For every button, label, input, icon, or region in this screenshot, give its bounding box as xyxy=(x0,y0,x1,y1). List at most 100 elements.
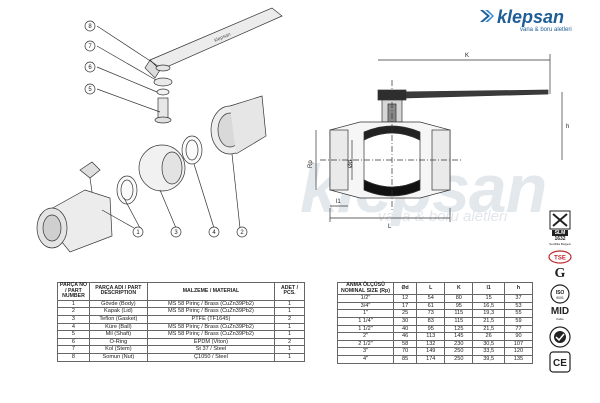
parts-cell: 1 xyxy=(274,299,305,309)
sizes-header-nominal: ANMA ÖLÇÜSÜ NOMINAL SIZE (Rp) xyxy=(337,281,394,296)
sizes-cell: 2 1/2" xyxy=(337,339,394,349)
sizes-header-d: Ød xyxy=(392,281,418,296)
parts-cell: 3 xyxy=(57,314,90,324)
parts-cell: 1 xyxy=(274,345,305,354)
sizes-cell: 25 xyxy=(392,309,418,318)
sizes-cell: 4" xyxy=(337,354,394,364)
dim-d-label: Ød xyxy=(348,160,354,168)
slm-badge: SLM 1632 Sertifika Belgesi xyxy=(546,208,574,248)
exploded-view-drawing: klepsan xyxy=(36,7,283,253)
svg-text:ISO: ISO xyxy=(556,290,565,296)
slm-sub: Sertifika Belgesi xyxy=(549,242,571,246)
brand-tagline: vana & boru aletleri xyxy=(520,27,572,33)
brand-name: klepsan xyxy=(497,7,565,27)
parts-cell: Küre (Ball) xyxy=(88,322,148,332)
svg-text:CE: CE xyxy=(553,358,567,369)
sizes-cell: 40 xyxy=(392,324,418,334)
dim-l-label: L xyxy=(388,224,392,230)
sizes-cell: 113 xyxy=(416,332,446,341)
parts-table: PARÇA NO / PART NUMBER PARÇA ADI / PART … xyxy=(57,282,305,362)
parts-cell: MS 58 Pirinç / Brass (CuZn39Pb2) xyxy=(146,322,276,332)
svg-text:1: 1 xyxy=(136,230,140,236)
sizes-cell: 33,5 xyxy=(472,347,505,356)
parts-cell: MS 58 Pirinç / Brass (CuZn39Pb2) xyxy=(146,330,276,339)
sizes-table: ANMA ÖLÇÜSÜ NOMINAL SIZE (Rp) Ød L K l1 … xyxy=(337,281,534,364)
iso-icon: ISO 9001 xyxy=(550,284,570,304)
sizes-cell: 3" xyxy=(337,347,394,356)
parts-cell: 1 xyxy=(274,352,305,362)
watermark-tagline: vana & boru aletleri xyxy=(378,208,508,225)
sizes-header-l: L xyxy=(416,281,446,296)
sizes-cell: 54 xyxy=(416,294,446,303)
sizes-cell: 135 xyxy=(503,354,534,364)
sizes-cell: 125 xyxy=(444,324,474,334)
parts-cell: Gövde (Body) xyxy=(88,299,148,309)
mid-badge: MID Kalite xyxy=(544,306,576,322)
sizes-cell: 1 1/2" xyxy=(337,324,394,334)
g-badge: G xyxy=(550,266,570,282)
sizes-cell: 174 xyxy=(416,354,446,364)
parts-cell: 8 xyxy=(57,352,90,362)
sizes-cell: 1 1/4" xyxy=(337,316,394,326)
parts-cell: PTFE (TF1645) xyxy=(146,314,276,324)
sizes-header-k: K xyxy=(444,281,474,296)
sizes-cell: 55 xyxy=(503,309,534,318)
sizes-cell: 132 xyxy=(416,339,446,349)
cross-section-drawing: K h L l1 Rp Ød xyxy=(308,53,569,230)
klepsan-logo-icon xyxy=(480,10,494,22)
sizes-cell: 1/2" xyxy=(337,294,394,303)
brand-logo: klepsan xyxy=(478,8,564,26)
svg-text:2: 2 xyxy=(240,230,244,236)
dim-k-label: K xyxy=(465,53,469,59)
sizes-cell: 83 xyxy=(416,316,446,326)
svg-text:9001: 9001 xyxy=(556,296,564,300)
sizes-cell: 21,5 xyxy=(472,324,505,334)
ce-icon: CE xyxy=(549,351,571,373)
sizes-cell: 230 xyxy=(444,339,474,349)
sizes-header-l1: l1 xyxy=(472,281,505,296)
sizes-cell: 59 xyxy=(503,316,534,326)
slm-icon xyxy=(549,210,571,230)
sizes-cell: 73 xyxy=(416,309,446,318)
sizes-cell: 39,5 xyxy=(472,354,505,364)
sizes-cell: 80 xyxy=(444,294,474,303)
parts-cell: 6 xyxy=(57,337,90,347)
sizes-cell: 21,5 xyxy=(472,316,505,326)
svg-text:4: 4 xyxy=(212,230,216,236)
svg-text:TSE: TSE xyxy=(554,256,566,262)
sizes-cell: 61 xyxy=(416,301,446,311)
sizes-cell: 77 xyxy=(503,324,534,334)
parts-header-pcs: ADET / PCS. xyxy=(274,282,305,301)
dim-h-label: h xyxy=(566,124,569,130)
sizes-cell: 17 xyxy=(392,301,418,311)
parts-cell: MS 58 Pirinç / Brass (CuZn39Pb2) xyxy=(146,299,276,309)
svg-text:5: 5 xyxy=(88,87,92,93)
sizes-cell: 2" xyxy=(337,332,394,341)
parts-cell: EPDM (Viton) xyxy=(146,337,276,347)
parts-cell: 4 xyxy=(57,322,90,332)
sizes-cell: 70 xyxy=(392,347,418,356)
tse-icon: TSE xyxy=(548,250,572,264)
ce-badge: CE xyxy=(549,351,571,373)
parts-row: 1 Gövde (Body)MS 58 Pirinç / Brass (CuZn3… xyxy=(57,299,305,309)
parts-cell: 2 xyxy=(57,307,90,316)
sizes-cell: 85 xyxy=(392,354,418,364)
svg-text:3: 3 xyxy=(174,230,178,236)
parts-cell: St 37 / Steel xyxy=(146,345,276,354)
parts-cell: Kapak (Lid) xyxy=(88,307,148,316)
parts-header-no: PARÇA NO / PART NUMBER xyxy=(57,282,90,301)
iso-badge: ISO 9001 xyxy=(549,284,571,304)
sizes-cell: 19,3 xyxy=(472,309,505,318)
